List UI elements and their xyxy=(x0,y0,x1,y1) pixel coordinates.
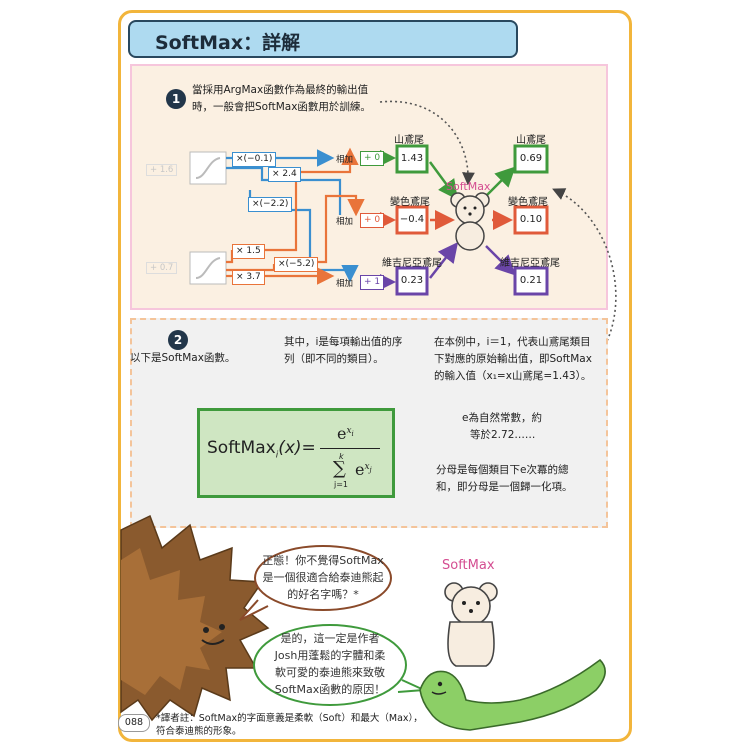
intro-line-1: 當採用ArgMax函數作為最終的輸出值 xyxy=(192,84,369,96)
raw-label-3: 維吉尼亞鳶尾 xyxy=(382,258,442,269)
out-value-1: 0.69 xyxy=(519,153,543,164)
weight-4: × 1.5 xyxy=(232,244,265,259)
dotted-arrow-intro xyxy=(379,100,475,186)
out-box-3 xyxy=(513,266,549,296)
raw-value-1: 1.43 xyxy=(400,153,424,164)
formula-sum-bottom: j=1 xyxy=(334,480,349,489)
bubble-2-text: 是的，這一定是作者 Josh用蓬鬆的字體和柔 軟可愛的泰迪熊來致敬 SoftMa… xyxy=(274,632,386,696)
add-label-3: 相加 xyxy=(336,279,354,289)
add-label-1: 相加 xyxy=(336,155,354,165)
edge-bear-to-out-1 xyxy=(485,166,516,197)
formula-numerator: exi xyxy=(337,424,354,443)
input-value-2: + 0.7 xyxy=(146,262,178,274)
raw-box-1 xyxy=(395,144,429,174)
raw-label-1: 山鳶尾 xyxy=(394,135,424,146)
note-i-line-1: 其中，i是每項輸出值的序 xyxy=(284,336,403,348)
formula-lead: 以下是SoftMax函數。 xyxy=(130,352,236,364)
raw-box-2 xyxy=(395,205,429,235)
dinosaur-illustration xyxy=(419,658,606,731)
edge-raw-to-bear-3 xyxy=(429,242,459,279)
softmax-comic-label: SoftMax xyxy=(442,558,495,573)
softmax-formula xyxy=(197,408,395,498)
raw-value-3: 0.23 xyxy=(400,275,424,286)
out-box-2 xyxy=(513,205,549,235)
raw-box-3 xyxy=(395,266,429,296)
softplus-curve-1 xyxy=(195,157,221,179)
out-label-3: 維吉尼亞鳶尾 xyxy=(500,258,560,269)
bias-1: + 0 xyxy=(360,151,385,166)
note-example-line-3: 的輸入值（x₁=x山鳶尾=1.43）。 xyxy=(434,370,592,382)
step-number-2: 2 xyxy=(168,330,188,350)
note-i-line-2: 列（即不同的類目）。 xyxy=(284,353,384,365)
page-number: 088 xyxy=(118,714,150,732)
formula-sum-top: k xyxy=(339,452,344,461)
weight-5: ×(−5.2) xyxy=(274,257,319,272)
speech-bubble-1-tail xyxy=(239,599,269,621)
bias-2: + 0 xyxy=(360,213,385,228)
out-label-1: 山鳶尾 xyxy=(516,135,546,146)
bias-3: + 1 xyxy=(360,275,385,290)
page-frame xyxy=(118,10,632,742)
out-box-1 xyxy=(513,144,549,174)
raw-value-2: −0.4 xyxy=(399,214,425,225)
weight-6: × 3.7 xyxy=(232,270,265,285)
hedgehog-illustration xyxy=(120,514,270,722)
edge-raw-to-bear-1 xyxy=(428,161,458,201)
speech-bubble-2 xyxy=(253,624,407,706)
weight-2: × 2.4 xyxy=(268,167,301,182)
out-value-3: 0.21 xyxy=(519,275,543,286)
note-example-line-2: 下對應的原始輸出值，即SoftMax xyxy=(434,353,592,365)
note-example-line-1: 在本例中，i＝1，代表山鳶尾類目 xyxy=(434,336,591,348)
raw-label-2: 變色鳶尾 xyxy=(390,197,430,208)
speech-bubble-1 xyxy=(254,545,392,611)
edge-blue-2b xyxy=(300,178,342,215)
add-label-2: 相加 xyxy=(336,217,354,227)
note-denominator-line-1: 分母是每個類目下e次冪的總 xyxy=(436,464,569,476)
formula-lhs: SoftMaxi(x)= xyxy=(207,438,316,461)
formula-fraction-bar xyxy=(320,448,380,449)
softmax-bear-label: SoftMax xyxy=(446,180,491,193)
footnote-line-2: 符合泰迪熊的形象。 xyxy=(156,726,242,737)
note-denominator-line-2: 和，即分母是一個歸一化項。 xyxy=(436,481,573,493)
bubble-1-text: 正態！你不覺得SoftMax 是一個很適合給泰迪熊起 的好名字嗎？* xyxy=(262,554,384,601)
weight-1: ×(−0.1) xyxy=(232,152,277,167)
title-bar xyxy=(128,20,518,58)
teddy-bear-small xyxy=(450,192,490,251)
out-label-2: 變色鳶尾 xyxy=(508,197,548,208)
note-e-line-2: 等於2.72…… xyxy=(470,429,536,441)
page-title: SoftMax：詳解 xyxy=(155,32,301,54)
note-e-line-1: e為自然常數，約 xyxy=(462,412,542,424)
input-value-1: + 1.6 xyxy=(146,164,178,176)
teddy-bear-large xyxy=(444,582,498,667)
softplus-curve-2 xyxy=(195,257,221,279)
intro-line-2: 時，一般會把SoftMax函數用於訓練。 xyxy=(192,101,371,113)
step-number-1: 1 xyxy=(166,89,186,109)
edge-bear-to-out-3 xyxy=(485,245,516,276)
weight-3: ×(−2.2) xyxy=(248,197,293,212)
footnote-line-1: *譯者註：SoftMax的字面意義是柔軟（Soft）和最大（Max）， xyxy=(156,713,423,724)
edge-orange-2b xyxy=(306,194,365,264)
edge-blue-2 xyxy=(226,166,268,182)
formula-denominator: exj xyxy=(355,460,372,479)
out-value-2: 0.10 xyxy=(519,214,543,225)
sigma-icon: ∑ xyxy=(333,458,346,479)
